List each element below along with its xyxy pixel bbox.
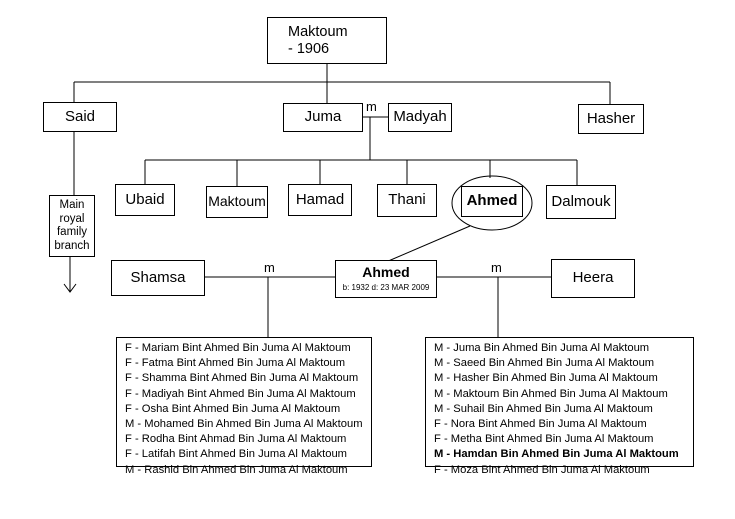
said-box: Said [43, 102, 117, 132]
thani-box: Thani [377, 184, 437, 217]
heera-child-6: F - Nora Bint Ahmed Bin Juma Al Maktoum [434, 417, 647, 430]
shamsa-marriage-label: m [264, 260, 275, 275]
dalmouk-box: Dalmouk [546, 185, 616, 219]
heera-child-3: M - Hasher Bin Ahmed Bin Juma Al Maktoum [434, 372, 658, 385]
heera-children-list: M - Juma Bin Ahmed Bin Juma Al Maktoum M … [425, 337, 694, 476]
main-branch-line-2: royal [59, 212, 85, 225]
heera-child-5: M - Suhail Bin Ahmed Bin Juma Al Maktoum [434, 402, 653, 415]
heera-child-1: M - Juma Bin Ahmed Bin Juma Al Maktoum [434, 342, 650, 354]
heera-child-2: M - Saeed Bin Ahmed Bin Juma Al Maktoum [434, 357, 655, 370]
ahmed-dates: b: 1932 d: 23 MAR 2009 [342, 282, 430, 292]
shamsa-child-6: M - Mohamed Bin Ahmed Bin Juma Al Maktou… [125, 417, 363, 430]
ahmed-child-box: Ahmed [461, 186, 523, 217]
heera-child-8: M - Hamdan Bin Ahmed Bin Juma Al Maktoum [434, 448, 679, 461]
ubaid-box: Ubaid [115, 184, 175, 216]
root-name: Maktoum [288, 23, 348, 40]
shamsa-child-2: F - Fatma Bint Ahmed Bin Juma Al Maktoum [125, 357, 346, 370]
main-branch-box: Main royal family branch [49, 195, 95, 257]
juma-madyah-marriage-label: m [366, 99, 377, 114]
shamsa-child-4: F - Madiyah Bint Ahmed Bin Juma Al Makto… [125, 387, 356, 400]
madyah-box: Madyah [388, 103, 452, 132]
shamsa-child-7: F - Rodha Bint Ahmad Bin Juma Al Maktoum [125, 433, 347, 446]
root-maktoum-box: Maktoum - 1906 [267, 17, 387, 64]
heera-child-7: F - Metha Bint Ahmed Bin Juma Al Maktoum [434, 433, 654, 446]
shamsa-child-1: F - Mariam Bint Ahmed Bin Juma Al Maktou… [125, 342, 351, 354]
shamsa-children-list: F - Mariam Bint Ahmed Bin Juma Al Maktou… [116, 337, 372, 476]
shamsa-child-9: M - Rashid Bin Ahmed Bin Juma Al Maktoum [125, 463, 348, 476]
main-branch-line-1: Main [59, 199, 85, 211]
main-branch-line-4: branch [54, 239, 90, 252]
heera-marriage-label: m [491, 260, 502, 275]
root-dates: - 1906 [288, 40, 330, 57]
heera-child-9: F - Moza Bint Ahmed Bin Juma Al Maktoum [434, 463, 650, 476]
shamsa-box: Shamsa [111, 260, 205, 296]
shamsa-child-3: F - Shamma Bint Ahmed Bin Juma Al Maktou… [125, 372, 359, 385]
juma-box: Juma [283, 103, 363, 132]
ahmed-box: Ahmed b: 1932 d: 23 MAR 2009 [335, 260, 437, 298]
hamad-box: Hamad [288, 184, 352, 216]
heera-box: Heera [551, 259, 635, 298]
shamsa-child-8: F - Latifah Bint Ahmed Bin Juma Al Makto… [125, 448, 347, 461]
shamsa-child-5: F - Osha Bint Ahmed Bin Juma Al Maktoum [125, 402, 341, 415]
ahmed-name: Ahmed [362, 264, 410, 281]
heera-child-4: M - Maktoum Bin Ahmed Bin Juma Al Maktou… [434, 387, 668, 400]
maktoum-child-box: Maktoum [206, 186, 268, 218]
hasher-box: Hasher [578, 104, 644, 134]
main-branch-line-3: family [56, 226, 88, 238]
